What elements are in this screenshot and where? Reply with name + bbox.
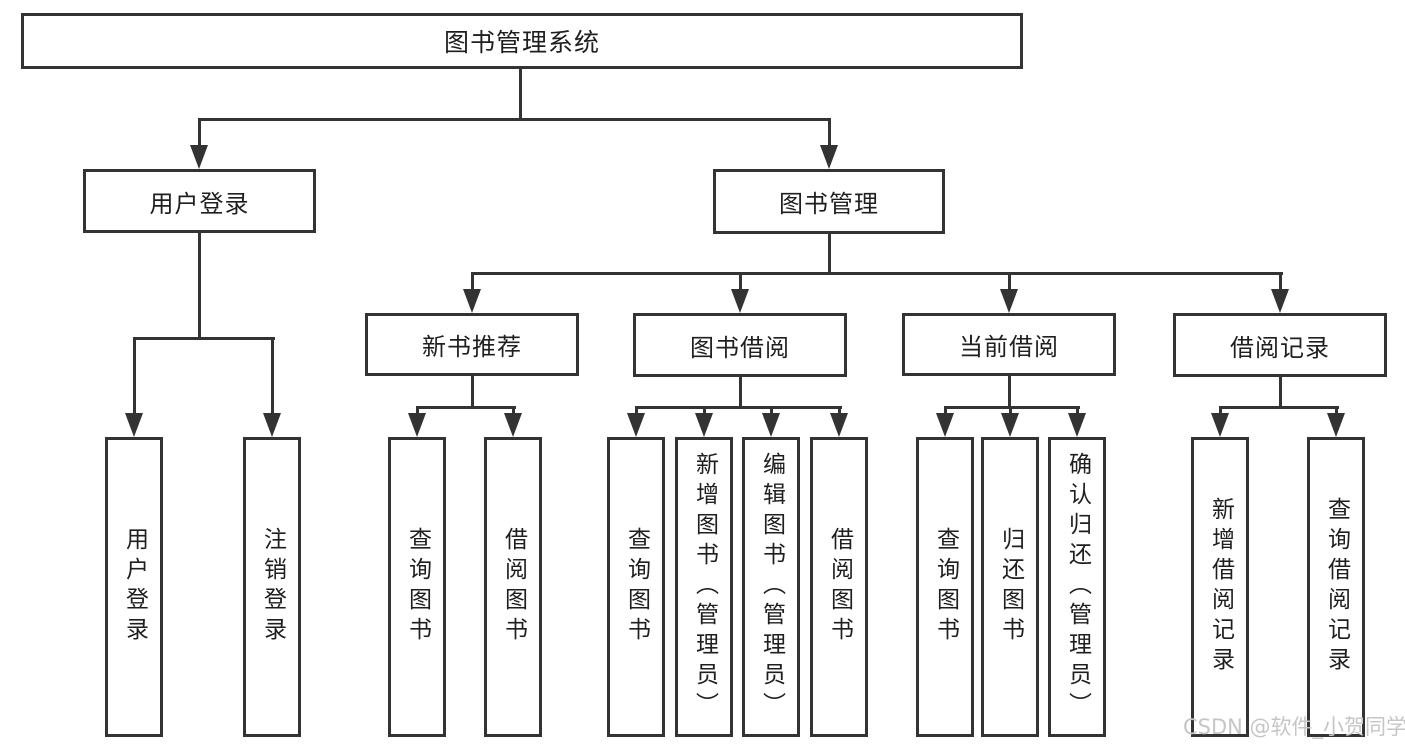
connector-stub (1076, 406, 1079, 413)
connector-stub (512, 406, 515, 413)
connector-root-stem (519, 69, 522, 118)
connector-bus (416, 406, 516, 409)
leaf-query-books: 查询图书 (916, 437, 974, 737)
node-label: 新书推荐 (422, 333, 522, 361)
node-label: 图书管理系统 (443, 28, 600, 57)
node-current-borrow: 当前借阅 (902, 313, 1116, 376)
leaf-edit-books-admin: 编辑图书（管理员） (742, 437, 800, 737)
node-label: 用户登录 (121, 527, 148, 647)
arrow-down-icon (1001, 413, 1019, 437)
arrow-down-icon (1271, 289, 1289, 313)
connector-bus (944, 406, 1080, 409)
connector-bus (133, 337, 275, 340)
arrow-down-icon (762, 413, 780, 437)
connector-stub (1335, 406, 1338, 413)
arrow-down-icon (125, 413, 143, 437)
node-label: 查询图书 (404, 527, 431, 647)
arrow-down-icon (695, 413, 713, 437)
node-label: 图书管理 (779, 190, 879, 218)
arrow-down-icon (830, 413, 848, 437)
leaf-query-borrow-record: 查询借阅记录 (1307, 437, 1365, 737)
leaf-borrow-books: 借阅图书 (484, 437, 542, 737)
connector-stub (770, 406, 773, 413)
connector-stub (271, 337, 274, 413)
node-borrow-records: 借阅记录 (1173, 313, 1387, 377)
connector-stub (416, 406, 419, 413)
connector-stub (1008, 272, 1011, 289)
arrow-down-icon (731, 289, 749, 313)
node-label: 借阅记录 (1230, 333, 1330, 362)
node-label: 图书借阅 (690, 333, 790, 362)
connector-stub (471, 272, 474, 289)
connector-stub (1219, 406, 1222, 413)
connector-stub (635, 406, 638, 413)
leaf-add-borrow-record: 新增借阅记录 (1191, 437, 1249, 737)
leaf-return-books: 归还图书 (981, 437, 1039, 737)
connector-bus (1219, 406, 1339, 409)
node-label: 查询图书 (623, 527, 650, 647)
connector-stub (1009, 406, 1012, 413)
node-label: 新增图书（管理员） (691, 452, 718, 722)
connector-stem (828, 234, 831, 272)
node-label: 查询图书 (932, 527, 959, 647)
leaf-logout: 注销登录 (243, 437, 301, 737)
connector-stem (1279, 377, 1282, 406)
connector-stub (198, 118, 201, 145)
arrow-down-icon (1068, 413, 1086, 437)
leaf-query-books: 查询图书 (607, 437, 665, 737)
connector-stem (1008, 376, 1011, 406)
connector-stub (703, 406, 706, 413)
arrow-down-icon (627, 413, 645, 437)
arrow-down-icon (504, 413, 522, 437)
node-label: 注销登录 (259, 527, 286, 647)
leaf-query-books: 查询图书 (388, 437, 446, 737)
connector-l3-bus (471, 272, 1283, 275)
connector-stem (471, 376, 474, 406)
node-new-book-recommend: 新书推荐 (365, 313, 579, 376)
connector-bus (635, 406, 842, 409)
arrow-down-icon (820, 145, 838, 169)
connector-stub (133, 337, 136, 413)
arrow-down-icon (408, 413, 426, 437)
leaf-user-login: 用户登录 (105, 437, 163, 737)
arrow-down-icon (936, 413, 954, 437)
arrow-down-icon (190, 145, 208, 169)
node-library-system: 图书管理系统 (21, 13, 1023, 69)
leaf-confirm-return-admin: 确认归还（管理员） (1048, 437, 1106, 737)
connector-stub (1279, 272, 1282, 289)
node-label: 借阅图书 (500, 527, 527, 647)
node-label: 当前借阅 (959, 333, 1059, 361)
connector-stub (944, 406, 947, 413)
arrow-down-icon (1327, 413, 1345, 437)
node-user-login: 用户登录 (83, 169, 316, 233)
node-book-management: 图书管理 (713, 169, 945, 234)
leaf-borrow-books: 借阅图书 (810, 437, 868, 737)
connector-stub (828, 118, 831, 145)
node-label: 确认归还（管理员） (1064, 452, 1091, 722)
connector-stem (198, 233, 201, 337)
connector-stub (739, 272, 742, 289)
csdn-watermark: CSDN @软件_小贺同学 (1183, 715, 1405, 739)
node-label: 新增借阅记录 (1207, 497, 1234, 677)
arrow-down-icon (463, 289, 481, 313)
arrow-down-icon (1211, 413, 1229, 437)
leaf-add-books-admin: 新增图书（管理员） (675, 437, 733, 737)
node-label: 编辑图书（管理员） (758, 452, 785, 722)
node-label: 用户登录 (149, 189, 250, 218)
node-label: 查询借阅记录 (1323, 497, 1350, 677)
arrow-down-icon (1000, 289, 1018, 313)
connector-stub (838, 406, 841, 413)
node-label: 归还图书 (997, 527, 1024, 647)
arrow-down-icon (263, 413, 281, 437)
node-book-borrow: 图书借阅 (633, 313, 847, 377)
connector-l2-bus (198, 118, 830, 121)
connector-stem (739, 377, 742, 406)
node-label: 借阅图书 (826, 527, 853, 647)
